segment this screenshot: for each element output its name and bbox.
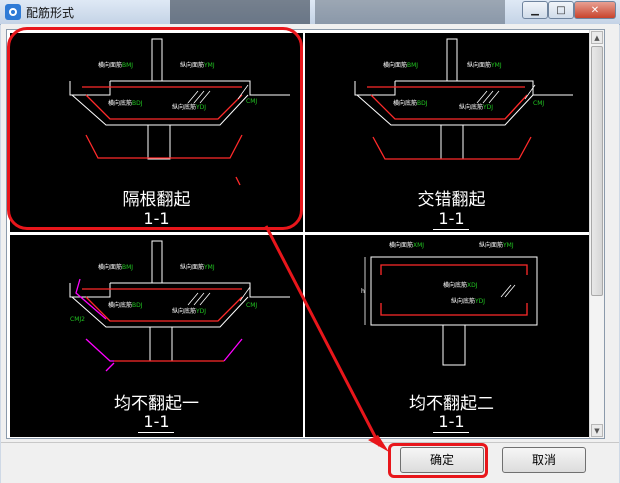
svg-text:横向面筋: 横向面筋 bbox=[98, 61, 122, 69]
background-window-strip bbox=[315, 0, 505, 24]
app-icon bbox=[5, 4, 21, 20]
svg-text:BDJ: BDJ bbox=[132, 100, 143, 107]
svg-text:BMJ: BMJ bbox=[122, 264, 133, 271]
svg-text:BDJ: BDJ bbox=[132, 302, 143, 309]
svg-text:BMJ: BMJ bbox=[122, 62, 133, 69]
svg-text:纵向底筋: 纵向底筋 bbox=[459, 103, 483, 111]
svg-text:YMJ: YMJ bbox=[502, 242, 514, 249]
window-title: 配筋形式 bbox=[26, 6, 75, 20]
ok-button[interactable]: 确定 bbox=[400, 447, 484, 473]
option-caption: 交错翻起 bbox=[417, 190, 486, 210]
maximize-button[interactable]: □ bbox=[548, 1, 574, 19]
svg-text:CMJ: CMJ bbox=[246, 302, 257, 309]
svg-text:纵向底筋: 纵向底筋 bbox=[172, 103, 196, 111]
svg-text:横向底筋: 横向底筋 bbox=[443, 281, 467, 289]
svg-text:横向底筋: 横向底筋 bbox=[108, 301, 132, 309]
svg-text:BDJ: BDJ bbox=[417, 100, 428, 107]
svg-text:BMJ: BMJ bbox=[407, 62, 418, 69]
svg-text:YMJ: YMJ bbox=[203, 62, 215, 69]
svg-text:YDJ: YDJ bbox=[474, 298, 485, 305]
svg-text:XMJ: XMJ bbox=[413, 242, 424, 249]
svg-text:横向面筋: 横向面筋 bbox=[383, 61, 407, 69]
svg-text:YMJ: YMJ bbox=[490, 62, 502, 69]
vertical-scrollbar[interactable]: ▲ ▼ bbox=[589, 30, 604, 438]
svg-text:横向底筋: 横向底筋 bbox=[108, 99, 132, 107]
scroll-up-button[interactable]: ▲ bbox=[591, 31, 603, 44]
svg-text:YDJ: YDJ bbox=[482, 104, 493, 111]
svg-text:YMJ: YMJ bbox=[203, 264, 215, 271]
scroll-down-button[interactable]: ▼ bbox=[591, 424, 603, 437]
svg-text:XDJ: XDJ bbox=[467, 282, 478, 289]
footer-divider bbox=[1, 442, 619, 443]
option-caption: 均不翻起二 bbox=[409, 394, 494, 414]
section-underline bbox=[138, 432, 174, 433]
title-bar: 配筋形式 ▁ □ ✕ bbox=[0, 0, 620, 25]
close-button[interactable]: ✕ bbox=[574, 1, 616, 19]
svg-text:纵向面筋: 纵向面筋 bbox=[479, 241, 503, 249]
svg-text:CMJ2: CMJ2 bbox=[70, 316, 85, 323]
svg-text:纵向面筋: 纵向面筋 bbox=[180, 263, 204, 271]
svg-text:CMJ: CMJ bbox=[246, 98, 257, 105]
svg-text:横向底筋: 横向底筋 bbox=[393, 99, 417, 107]
svg-text:YDJ: YDJ bbox=[195, 104, 206, 111]
svg-text:纵向面筋: 纵向面筋 bbox=[467, 61, 491, 69]
section-underline bbox=[433, 229, 469, 230]
section-underline bbox=[433, 432, 469, 433]
svg-text:YDJ: YDJ bbox=[195, 308, 206, 315]
section-label: 1-1 bbox=[143, 412, 170, 431]
svg-text:CMJ: CMJ bbox=[533, 100, 544, 107]
option-caption: 隔根翻起 bbox=[122, 190, 191, 210]
svg-text:纵向底筋: 纵向底筋 bbox=[451, 297, 475, 305]
option-caption: 均不翻起一 bbox=[114, 394, 199, 414]
svg-text:横向面筋: 横向面筋 bbox=[98, 263, 122, 271]
svg-text:横向面筋: 横向面筋 bbox=[389, 241, 413, 249]
section-label: 1-1 bbox=[143, 209, 170, 228]
section-label: 1-1 bbox=[438, 412, 465, 431]
scroll-thumb[interactable] bbox=[591, 46, 603, 296]
section-underline bbox=[138, 229, 174, 230]
svg-text:纵向底筋: 纵向底筋 bbox=[172, 307, 196, 315]
cancel-button[interactable]: 取消 bbox=[502, 447, 586, 473]
svg-text:纵向面筋: 纵向面筋 bbox=[180, 61, 204, 69]
minimize-button[interactable]: ▁ bbox=[522, 1, 548, 19]
section-label: 1-1 bbox=[438, 209, 465, 228]
background-window-strip bbox=[170, 0, 310, 24]
svg-text:h: h bbox=[361, 288, 365, 295]
